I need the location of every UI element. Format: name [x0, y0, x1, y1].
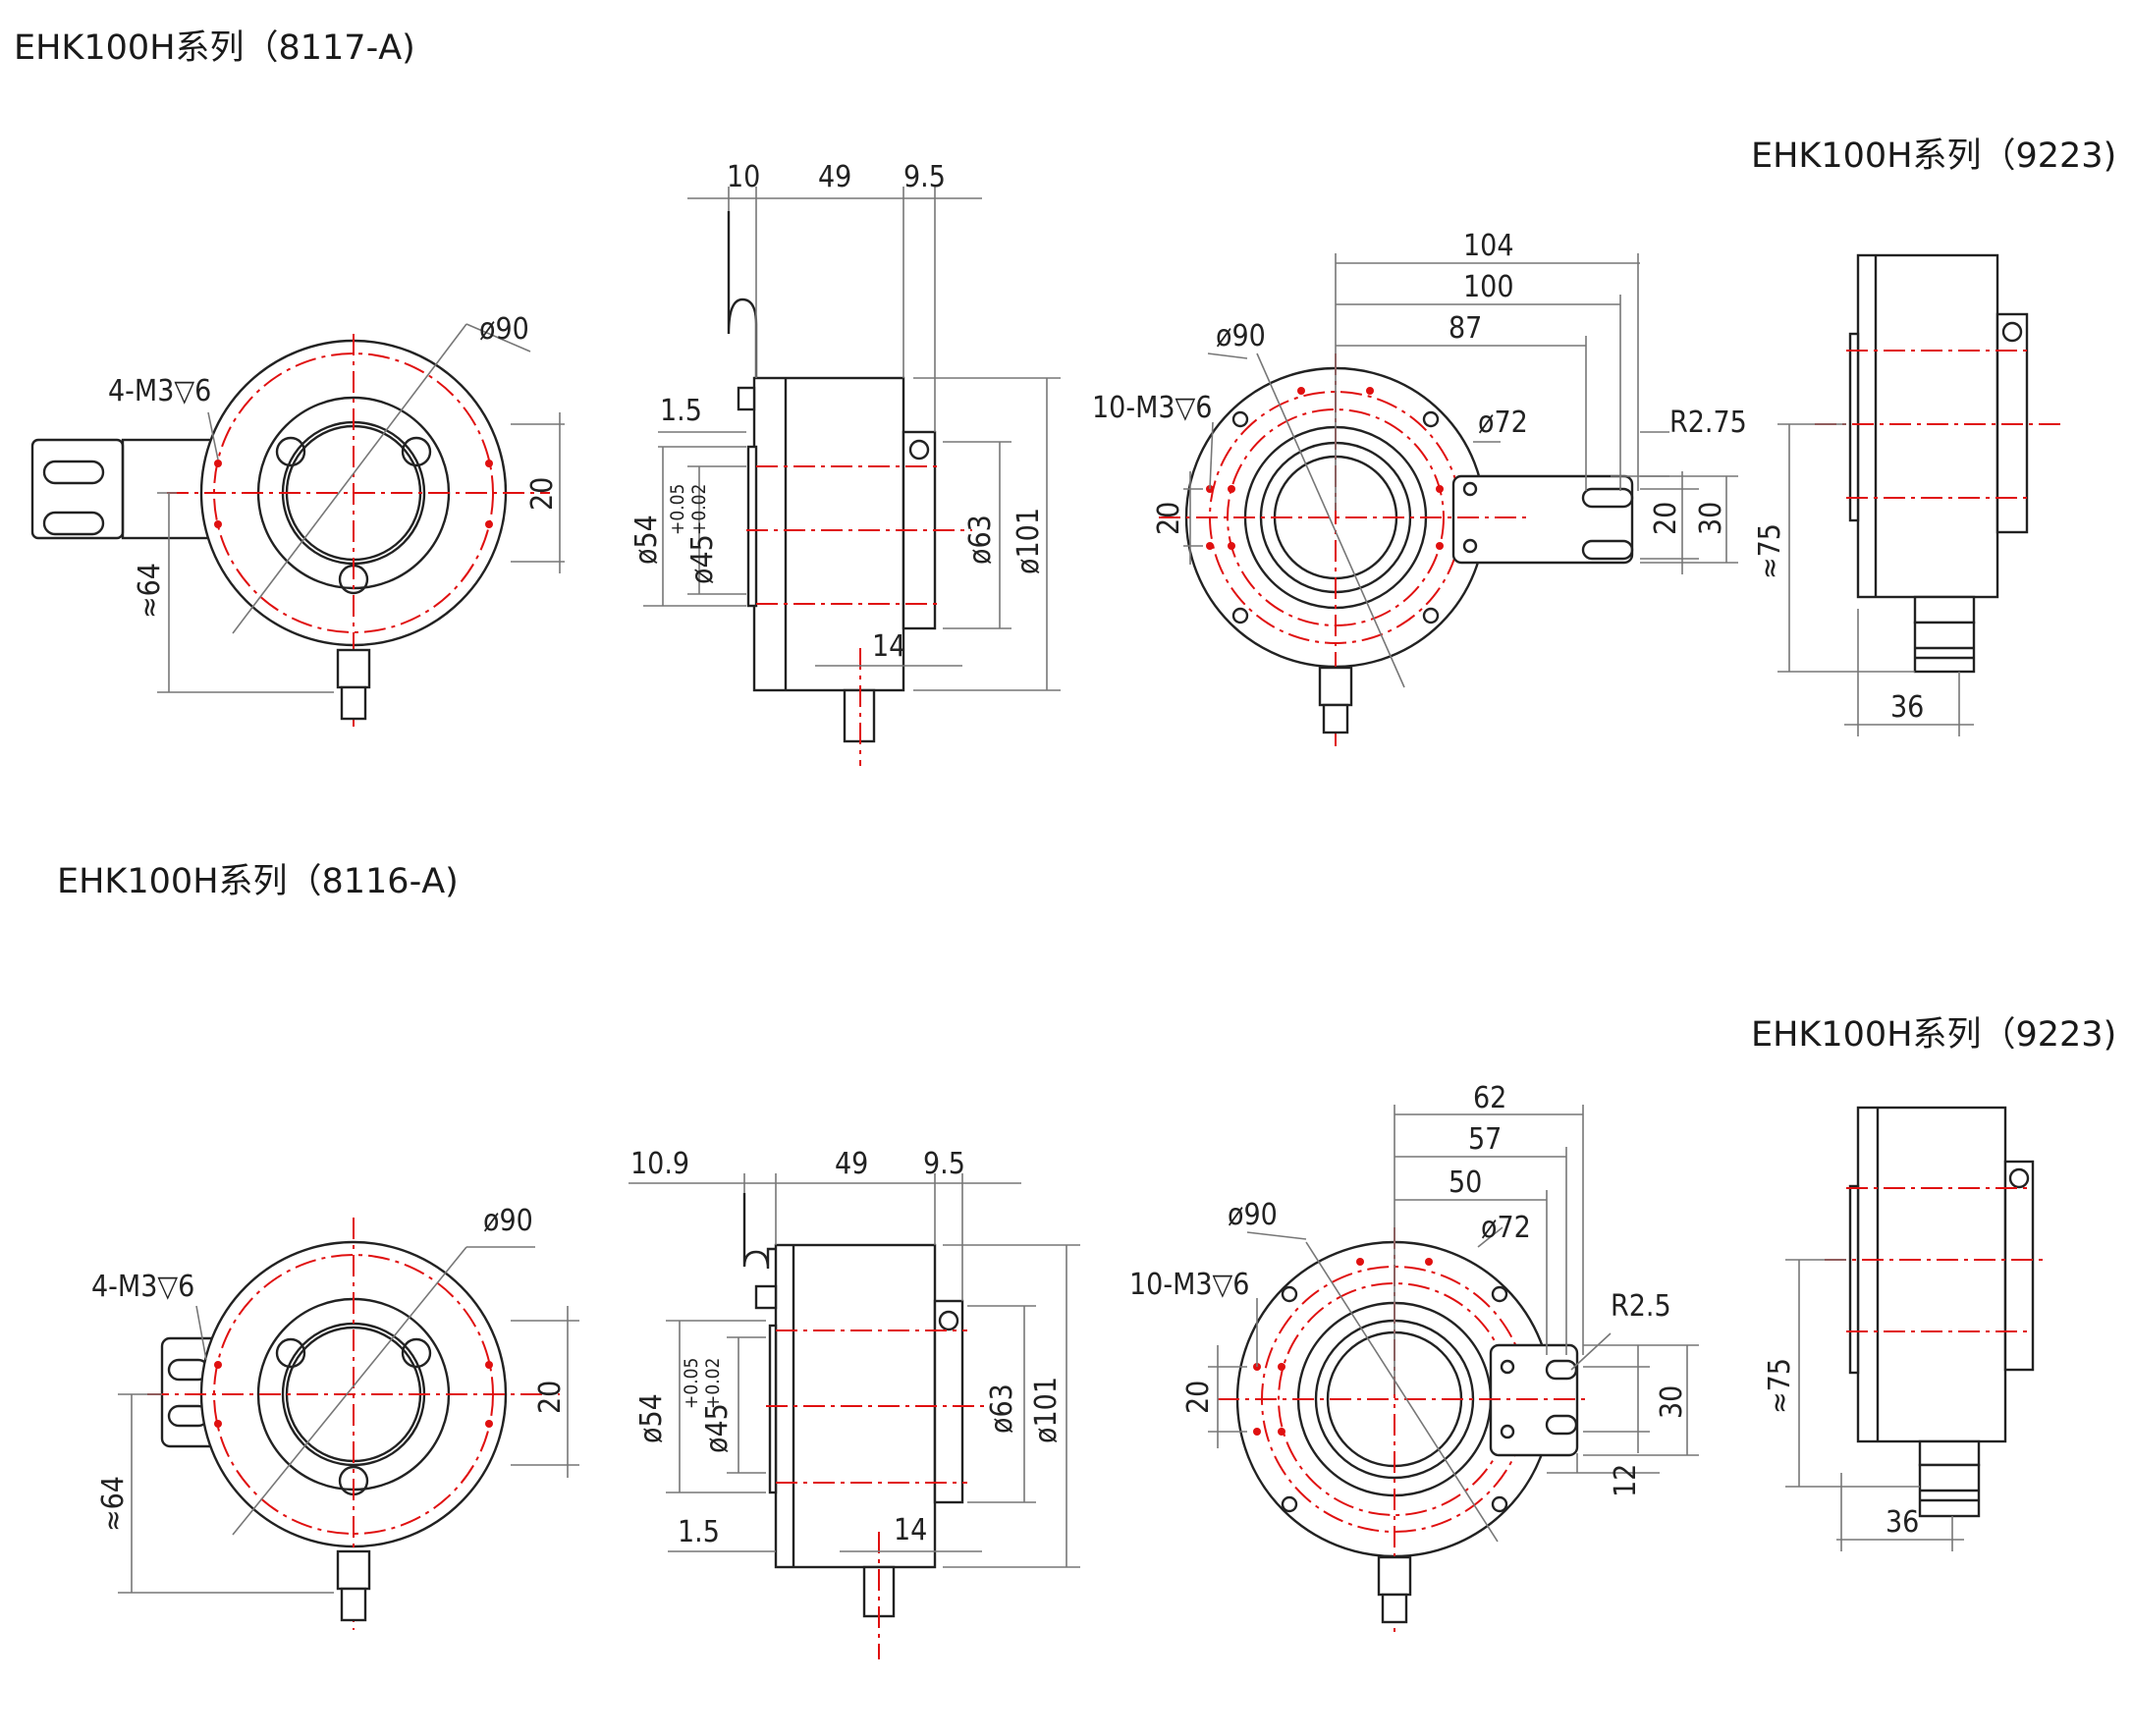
label-tol-lower: +0.02: [702, 1358, 724, 1409]
label-dia63: ø63: [985, 1383, 1019, 1434]
label-r275: R2.75: [1669, 406, 1747, 440]
heading-9223-top: EHK100H系列（9223): [1751, 136, 2117, 176]
side-view-8116a: [629, 1173, 1080, 1659]
label-50: 50: [1449, 1166, 1482, 1200]
label-dia45: ø45: [700, 1403, 735, 1453]
label-rear-30: 30: [1694, 502, 1728, 535]
label-dia63: ø63: [963, 515, 998, 565]
side-view-8117a: [643, 187, 1061, 766]
label-10: 10: [727, 160, 760, 194]
encoder-profile: [1856, 253, 1999, 599]
front-view-8117a: [30, 323, 565, 727]
label-holes: 4-M3▽6: [91, 1270, 194, 1304]
front-view-8116a: [118, 1218, 579, 1630]
label-64: ≈64: [133, 563, 167, 619]
label-rear-holes: 10-M3▽6: [1129, 1268, 1249, 1302]
label-rear-30: 30: [1655, 1385, 1689, 1419]
label-tol-lower: +0.02: [688, 484, 710, 535]
heading-8117a: EHK100H系列（8117-A): [14, 28, 415, 68]
label-14: 14: [894, 1513, 927, 1547]
label-dia90: ø90: [483, 1204, 533, 1238]
label-36: 36: [1890, 690, 1924, 725]
profile-view-9223-top: [1777, 253, 2062, 736]
label-1-5: 1.5: [660, 394, 702, 428]
label-dia45: ø45: [685, 534, 720, 584]
label-rear-20-right: 20: [1649, 502, 1683, 535]
label-rear-dia90: ø90: [1216, 319, 1266, 353]
label-10-9: 10.9: [630, 1147, 689, 1181]
label-100: 100: [1463, 270, 1514, 304]
bracket-slot: [42, 511, 105, 536]
label-64: ≈64: [96, 1476, 131, 1532]
tether-arm: [933, 1299, 964, 1504]
label-dia90: ø90: [479, 312, 529, 347]
cable-gland: [1377, 1555, 1412, 1597]
label-20: 20: [525, 477, 560, 511]
label-9-5: 9.5: [903, 160, 946, 194]
label-rear-holes: 10-M3▽6: [1092, 391, 1212, 425]
bracket-slot: [42, 460, 105, 485]
label-dia54: ø54: [629, 515, 664, 565]
label-87: 87: [1449, 311, 1482, 346]
cable-gland: [336, 648, 371, 689]
label-62: 62: [1473, 1081, 1506, 1115]
label-rear-12: 12: [1609, 1464, 1643, 1497]
heading-8116a: EHK100H系列（8116-A): [57, 862, 459, 901]
label-104: 104: [1463, 229, 1514, 263]
label-36: 36: [1886, 1505, 1919, 1540]
label-1-5: 1.5: [678, 1515, 720, 1549]
encoder-housing: [752, 376, 905, 692]
label-holes: 4-M3▽6: [108, 374, 211, 408]
label-75: ≈75: [1753, 523, 1787, 579]
rear-view-9223-bottom: [1208, 1105, 1699, 1635]
heading-9223-bottom: EHK100H系列（9223): [1751, 1015, 2117, 1055]
label-rear-dia90: ø90: [1228, 1198, 1278, 1232]
cable-gland: [1318, 666, 1353, 707]
label-dia101: ø101: [1029, 1377, 1064, 1443]
spring-plate: [742, 1193, 776, 1270]
label-9-5: 9.5: [923, 1147, 965, 1181]
label-dia72: ø72: [1481, 1211, 1531, 1245]
rear-view-9223-top: [1159, 253, 1738, 746]
label-dia101: ø101: [1011, 508, 1046, 574]
label-rear-20: 20: [1181, 1381, 1216, 1414]
label-75: ≈75: [1763, 1358, 1797, 1414]
mounting-bracket: [30, 438, 125, 540]
encoder-profile: [1856, 1106, 2007, 1443]
label-20: 20: [533, 1381, 568, 1414]
label-49: 49: [818, 160, 851, 194]
label-tol-upper: +0.05: [667, 484, 688, 535]
label-14: 14: [872, 629, 905, 664]
spring-plate: [727, 211, 758, 378]
label-dia54: ø54: [634, 1393, 669, 1443]
cable-gland: [336, 1549, 371, 1591]
label-r25: R2.5: [1611, 1289, 1671, 1324]
label-rear-20-left: 20: [1152, 502, 1186, 535]
label-49: 49: [835, 1147, 868, 1181]
label-dia72: ø72: [1478, 406, 1528, 440]
label-tol-upper: +0.05: [681, 1358, 702, 1409]
label-57: 57: [1468, 1122, 1502, 1157]
profile-view-9223-bottom: [1785, 1106, 2048, 1551]
